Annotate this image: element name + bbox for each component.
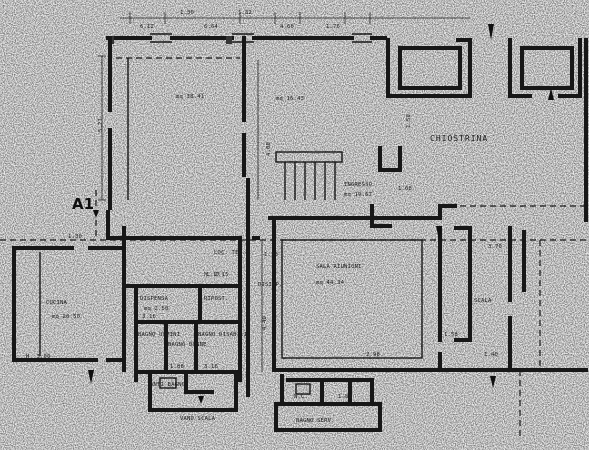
photocopy-noise bbox=[0, 0, 589, 450]
floor-plan: A1 CHIOSTRINA SALA RIUNIONI mq 44.34 CUC… bbox=[0, 0, 589, 450]
floor-plan-drawing: A1 CHIOSTRINA SALA RIUNIONI mq 44.34 CUC… bbox=[0, 0, 589, 450]
